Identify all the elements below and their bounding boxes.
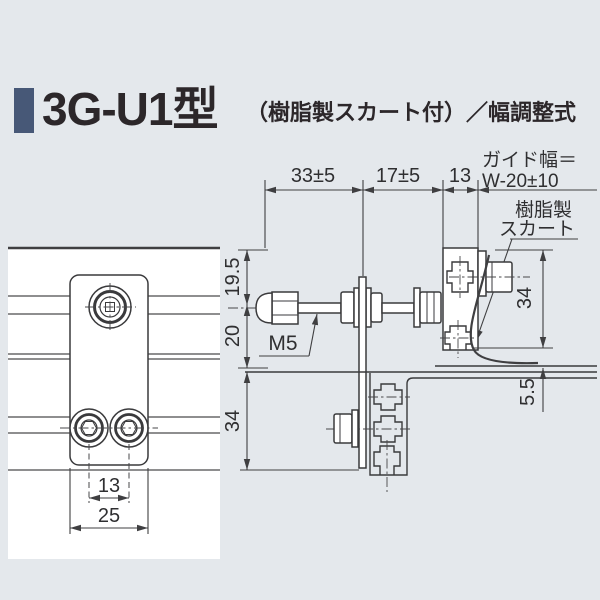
page-title: 3G-U1型 <box>42 83 218 135</box>
dim-bracket-width: 25 <box>69 468 149 534</box>
guide-width-label-2: W-20±10 <box>482 171 559 192</box>
adjust-nut <box>419 291 442 324</box>
dim-hole-pitch-label: 13 <box>98 475 120 497</box>
lower-bolt-washer <box>351 409 359 448</box>
dim-34-left-label: 34 <box>222 410 244 432</box>
bracket-body <box>442 247 479 351</box>
lower-fixing-bolt <box>326 409 410 448</box>
dim-17-label: 17±5 <box>376 165 420 187</box>
bolt-shaft-left <box>297 302 342 314</box>
frame-slot-mid <box>373 415 403 443</box>
skirt-label-2: スカート <box>499 219 575 240</box>
dim-33-label: 33±5 <box>291 165 335 187</box>
left-dimension-stack: 19.5 20 34 <box>222 249 359 471</box>
spacer-nut <box>370 292 383 323</box>
skirt-callout: 樹脂製 スカート <box>475 199 578 342</box>
dim-hole-pitch: 13 <box>89 475 129 502</box>
dim-19-5-label: 19.5 <box>222 258 244 297</box>
bolt-shaft-right <box>381 302 415 314</box>
hex-nut-left <box>271 291 299 325</box>
dim-bracket-height: 34 <box>474 249 553 349</box>
lower-bolt-head <box>333 413 353 444</box>
bolt-dome-head <box>255 292 273 324</box>
dim-bracket-width-label: 25 <box>98 505 120 527</box>
guide-bracket <box>419 247 539 365</box>
dim-13-top-label: 13 <box>449 165 471 187</box>
dim-20-label: 20 <box>222 325 244 347</box>
dim-5-5-label: 5.5 <box>517 378 539 406</box>
jam-nut <box>340 291 355 324</box>
guide-width-label-1: ガイド幅＝ <box>482 149 577 171</box>
m5-callout: M5 <box>259 313 319 357</box>
bolt-size-label: M5 <box>268 332 297 355</box>
t-slot-upper <box>446 261 474 293</box>
page-subtitle: （樹脂製スカート付）／幅調整式 <box>246 100 577 125</box>
top-dimension-chain: 33±5 17±5 13 ガイド幅＝ W-20±10 <box>264 149 597 276</box>
title-accent-bar <box>14 88 34 133</box>
dim-34-right-label: 34 <box>514 287 536 309</box>
adjuster-bolt-assembly <box>228 287 468 328</box>
frame-top-lines <box>245 365 597 476</box>
section-view: 33±5 17±5 13 ガイド幅＝ W-20±10 樹脂製 スカート <box>222 149 597 492</box>
dim-gap: 5.5 <box>517 368 547 412</box>
frame-extrusion <box>368 383 410 492</box>
front-view: 13 25 <box>8 246 220 559</box>
frame-slot-upper <box>373 383 403 411</box>
washer-bracket <box>413 287 421 328</box>
rail-lines <box>8 246 220 471</box>
resin-skirt <box>469 254 539 365</box>
skirt-label-1: 樹脂製 <box>515 199 572 221</box>
top-bolt-front <box>85 283 136 333</box>
